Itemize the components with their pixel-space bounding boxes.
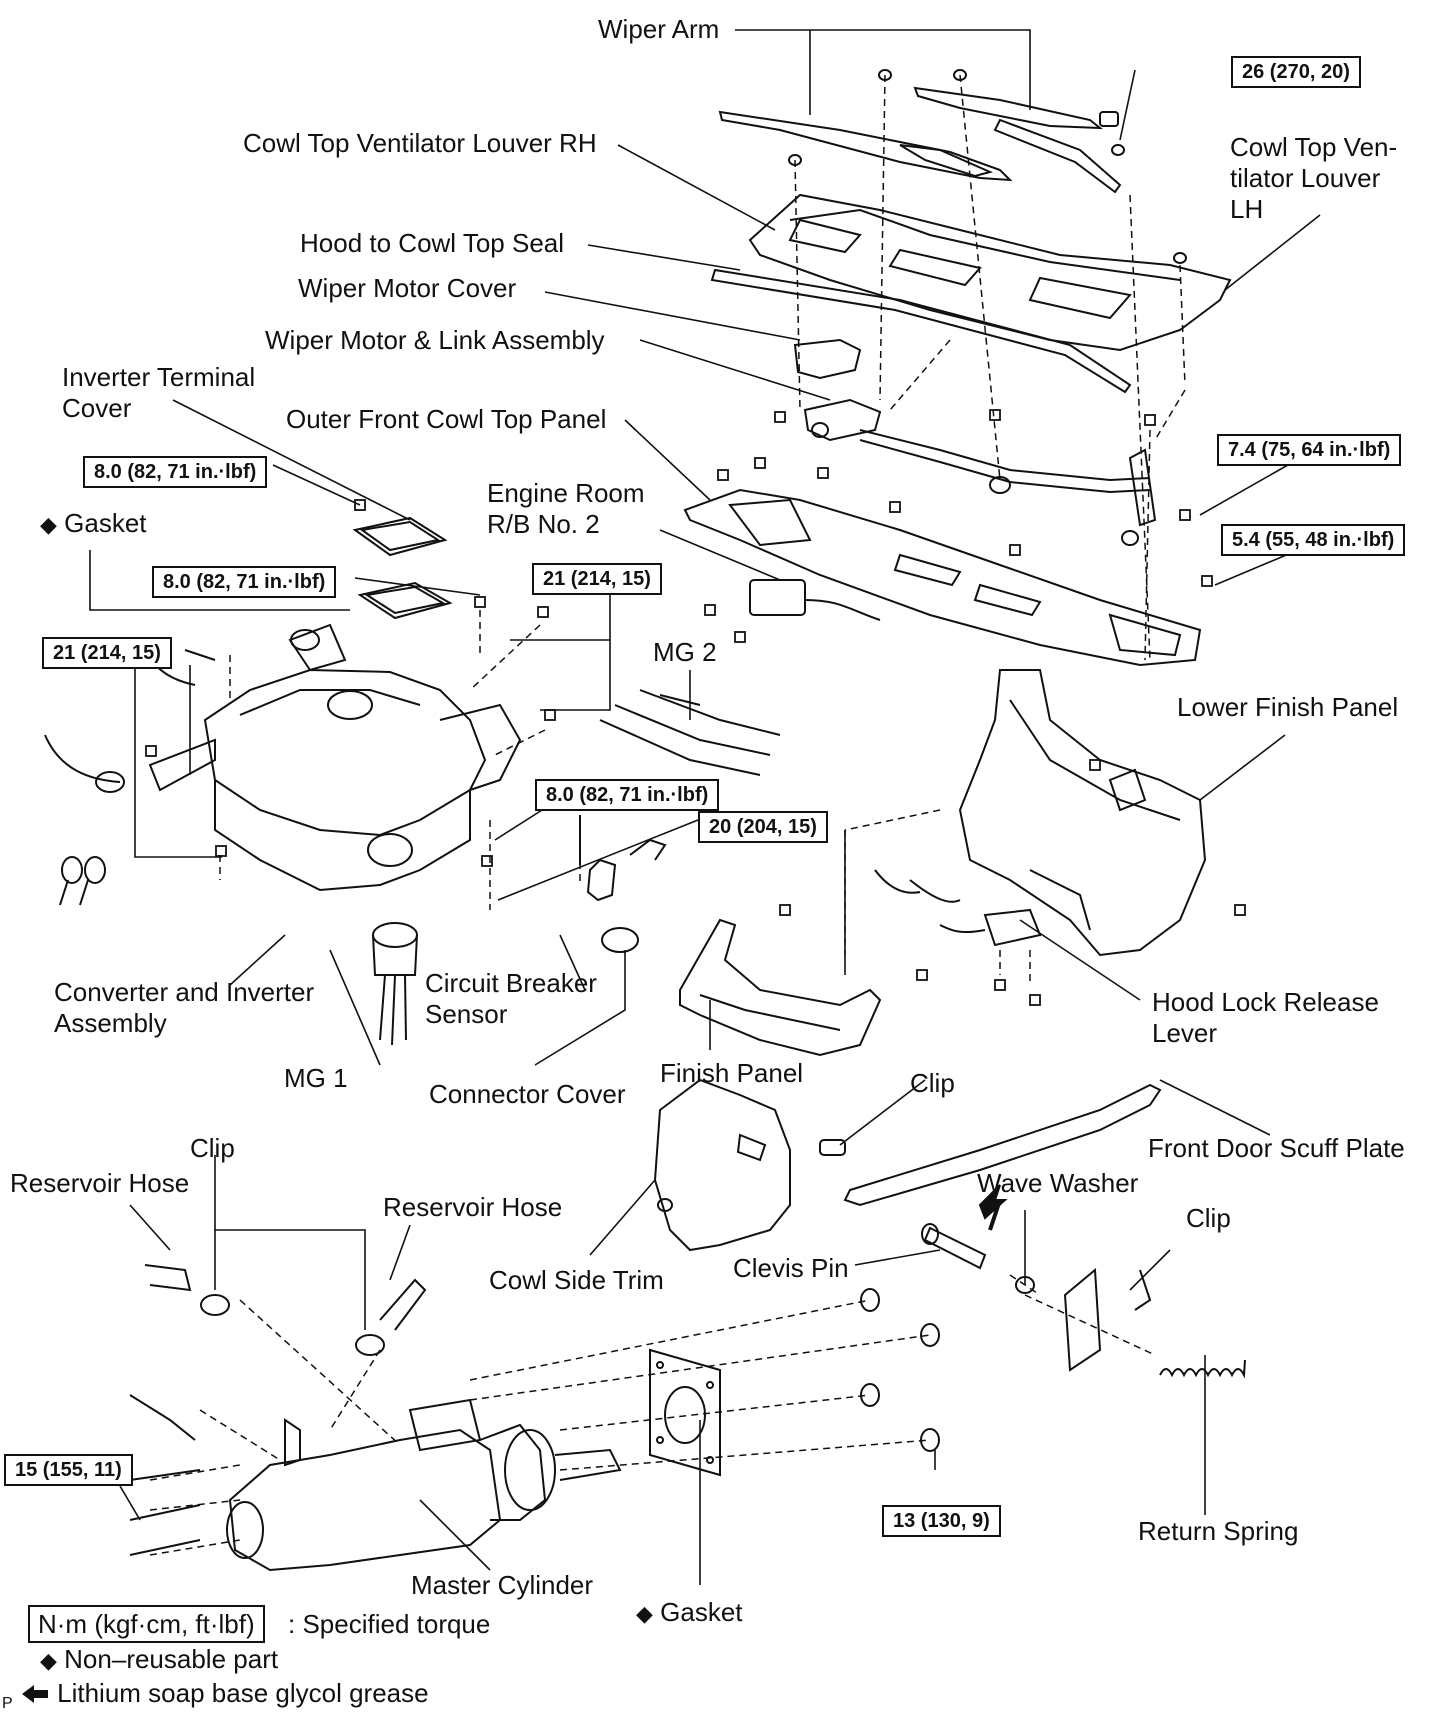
torque-8-0-a: 8.0 (82, 71 in.·lbf) xyxy=(83,456,268,488)
label-clip-1: Clip xyxy=(910,1068,955,1098)
hood-seal xyxy=(712,270,1130,392)
label-inverter-terminal-cover-line1: Inverter Terminal xyxy=(62,362,256,392)
master-cylinder xyxy=(130,1395,620,1570)
label-gasket-top-text: Gasket xyxy=(64,508,147,538)
label-circuit-breaker: Circuit Breaker Sensor xyxy=(425,968,597,1030)
label-wave-washer: Wave Washer xyxy=(977,1168,1139,1198)
torque-8-0-c: 8.0 (82, 71 in.·lbf) xyxy=(535,779,720,811)
non-reusable-diamond-icon: ◆ xyxy=(636,1601,653,1626)
label-mg1: MG 1 xyxy=(284,1063,348,1093)
legend-unit-desc: : Specified torque xyxy=(288,1609,491,1639)
label-engine-room-rb-line2: R/B No. 2 xyxy=(487,509,600,539)
wiper-link xyxy=(805,400,1155,546)
converter-inverter xyxy=(45,625,520,890)
label-circuit-breaker-line1: Circuit Breaker xyxy=(425,968,597,998)
label-circuit-breaker-line2: Sensor xyxy=(425,999,508,1029)
label-inverter-terminal-cover: Inverter Terminal Cover xyxy=(62,362,255,424)
return-spring xyxy=(1160,1360,1245,1375)
outer-cowl-panel xyxy=(685,490,1200,665)
mg2-cables xyxy=(600,690,780,775)
torque-26: 26 (270, 20) xyxy=(1231,56,1361,88)
nuts xyxy=(860,1288,940,1452)
label-hood-lock-line2: Lever xyxy=(1152,1018,1218,1048)
label-engine-room-rb: Engine Room R/B No. 2 xyxy=(487,478,645,540)
cowl-side-trim xyxy=(655,1080,790,1250)
label-finish-panel: Finish Panel xyxy=(660,1058,804,1088)
cowl-louver xyxy=(750,195,1230,350)
torque-13: 13 (130, 9) xyxy=(882,1505,1001,1537)
label-cowl-louver-lh-line3: LH xyxy=(1230,194,1264,224)
label-gasket-bottom: ◆ Gasket xyxy=(636,1597,743,1629)
torque-20: 20 (204, 15) xyxy=(698,811,828,843)
clevis-grease-arrow xyxy=(980,1185,1005,1218)
label-converter-inverter: Converter and Inverter Assembly xyxy=(54,977,314,1039)
label-cowl-louver-lh-line2: tilator Louver xyxy=(1230,163,1381,193)
scuff-plate xyxy=(845,1085,1160,1205)
grease-arrow-icon xyxy=(21,1685,48,1703)
legend-non-reusable-text: Non–reusable part xyxy=(64,1644,279,1674)
label-outer-front-cowl: Outer Front Cowl Top Panel xyxy=(286,404,607,434)
inverter-cover xyxy=(355,518,450,618)
non-reusable-diamond-icon: ◆ xyxy=(40,1648,57,1673)
torque-21-a: 21 (214, 15) xyxy=(532,563,662,595)
label-hood-seal: Hood to Cowl Top Seal xyxy=(300,228,565,258)
label-wiper-arm: Wiper Arm xyxy=(598,14,720,44)
label-gasket-top: ◆ Gasket xyxy=(40,508,147,540)
torque-21-b: 21 (214, 15) xyxy=(42,637,172,669)
circuit-breaker xyxy=(580,815,665,953)
label-cowl-louver-lh: Cowl Top Ven- tilator Louver LH xyxy=(1230,132,1397,225)
label-gasket-bottom-text: Gasket xyxy=(660,1597,743,1627)
torque-8-0-b: 8.0 (82, 71 in.·lbf) xyxy=(152,566,337,598)
label-inverter-terminal-cover-line2: Cover xyxy=(62,393,132,423)
mg1-connector xyxy=(372,922,418,1045)
lower-finish-panel xyxy=(960,670,1205,955)
booster-gasket xyxy=(650,1350,720,1475)
label-converter-inverter-line1: Converter and Inverter xyxy=(54,977,315,1007)
wiper-motor-cover xyxy=(795,340,860,378)
label-wiper-motor-cover: Wiper Motor Cover xyxy=(298,273,517,303)
assembly-dashes xyxy=(150,75,1185,1555)
label-return-spring: Return Spring xyxy=(1138,1516,1299,1546)
torque-15: 15 (155, 11) xyxy=(4,1454,133,1486)
small-rings xyxy=(60,856,106,905)
label-hood-lock: Hood Lock Release Lever xyxy=(1152,987,1379,1049)
torque-5-4: 5.4 (55, 48 in.·lbf) xyxy=(1221,524,1406,556)
engine-room-rb xyxy=(749,579,880,620)
legend-grease-text: Lithium soap base glycol grease xyxy=(57,1678,429,1708)
label-clip-3: Clip xyxy=(1186,1203,1231,1233)
label-cowl-side-trim: Cowl Side Trim xyxy=(489,1265,664,1295)
non-reusable-diamond-icon: ◆ xyxy=(40,512,57,537)
legend-unit-box: N·m (kgf·cm, ft·lbf) xyxy=(28,1605,265,1643)
label-reservoir-hose-2: Reservoir Hose xyxy=(383,1192,563,1222)
pedal-bracket xyxy=(1065,1270,1150,1370)
clevis-pin xyxy=(921,1200,1035,1294)
label-cowl-louver-lh-line1: Cowl Top Ven- xyxy=(1230,132,1398,162)
label-connector-cover: Connector Cover xyxy=(429,1079,626,1109)
legend-grease: P Lithium soap base glycol grease xyxy=(2,1676,429,1721)
label-wiper-motor-link: Wiper Motor & Link Assembly xyxy=(265,325,605,355)
bolts xyxy=(145,409,1246,1006)
torque-7-4: 7.4 (75, 64 in.·lbf) xyxy=(1217,434,1402,466)
finish-panel xyxy=(680,920,880,1055)
label-mg2: MG 2 xyxy=(653,637,717,667)
label-hood-lock-line1: Hood Lock Release xyxy=(1152,987,1379,1017)
legend-non-reusable: ◆ Non–reusable part xyxy=(40,1642,278,1678)
label-clevis-pin: Clevis Pin xyxy=(733,1253,849,1283)
label-front-door-scuff: Front Door Scuff Plate xyxy=(1148,1133,1405,1163)
label-reservoir-hose-1: Reservoir Hose xyxy=(10,1168,190,1198)
label-master-cylinder: Master Cylinder xyxy=(411,1570,594,1600)
label-cowl-louver-rh: Cowl Top Ventilator Louver RH xyxy=(243,128,597,158)
wiper-arms xyxy=(720,69,1125,192)
clip-scuff xyxy=(819,1139,846,1156)
label-converter-inverter-line2: Assembly xyxy=(54,1008,167,1038)
label-lower-finish-panel: Lower Finish Panel xyxy=(1177,692,1399,722)
label-engine-room-rb-line1: Engine Room xyxy=(487,478,645,508)
grease-marker: P xyxy=(2,1695,13,1712)
label-clip-2: Clip xyxy=(190,1133,235,1163)
reservoir-hoses xyxy=(145,1265,425,1356)
hood-lock-lever xyxy=(875,870,1040,945)
